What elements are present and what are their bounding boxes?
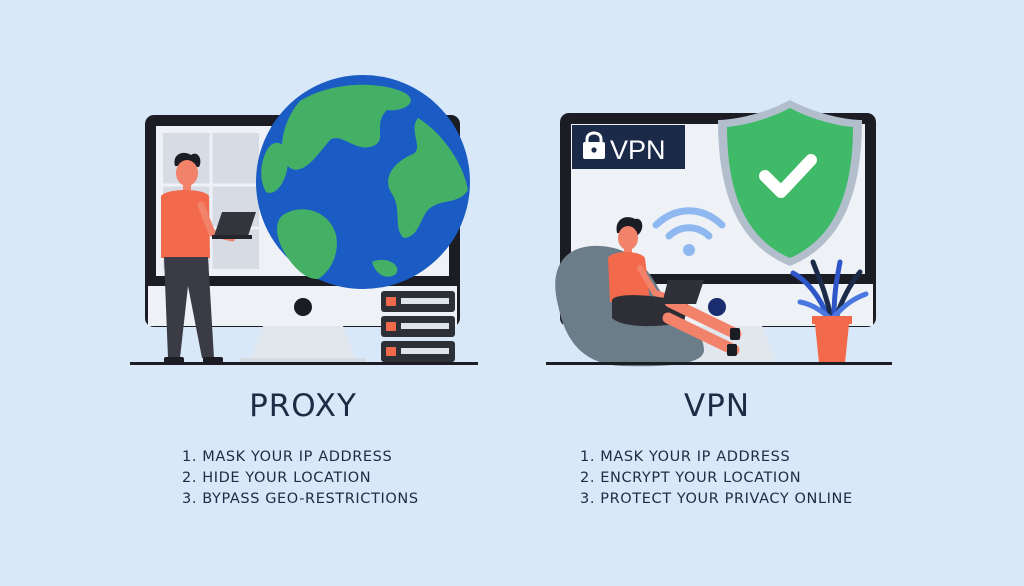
vpn-benefits-list: 1. MASK YOUR IP ADDRESS 2. ENCRYPT YOUR … bbox=[580, 447, 853, 510]
vpn-camera-dot bbox=[708, 298, 726, 316]
proxy-floor-line bbox=[130, 362, 478, 365]
shield-check-icon bbox=[718, 100, 862, 266]
proxy-illustration bbox=[130, 75, 478, 365]
vpn-title: VPN bbox=[683, 388, 751, 424]
laptop-icon bbox=[214, 212, 256, 236]
vpn-badge: VPN bbox=[572, 125, 685, 169]
person-with-laptop bbox=[161, 152, 256, 363]
vpn-benefit-item: 1. MASK YOUR IP ADDRESS bbox=[580, 449, 791, 465]
vpn-floor-line bbox=[546, 362, 892, 365]
proxy-benefits-list: 1. MASK YOUR IP ADDRESS 2. HIDE YOUR LOC… bbox=[182, 447, 419, 510]
vpn-benefit-item: 3. PROTECT YOUR PRIVACY ONLINE bbox=[580, 491, 853, 507]
vpn-badge-label: VPN bbox=[610, 135, 666, 165]
sitting-person-with-laptop bbox=[608, 217, 742, 356]
potted-plant bbox=[790, 259, 869, 363]
laptop-icon bbox=[662, 280, 704, 304]
proxy-benefit-item: 3. BYPASS GEO-RESTRICTIONS bbox=[182, 491, 419, 507]
vpn-benefit-item: 2. ENCRYPT YOUR LOCATION bbox=[580, 470, 802, 486]
vpn-illustration: VPN bbox=[546, 100, 892, 367]
proxy-benefit-item: 1. MASK YOUR IP ADDRESS bbox=[182, 449, 393, 465]
globe-icon bbox=[256, 75, 470, 289]
proxy-camera-dot bbox=[294, 298, 312, 316]
wifi-icon bbox=[652, 207, 726, 256]
proxy-title: PROXY bbox=[249, 388, 357, 424]
proxy-benefit-item: 2. HIDE YOUR LOCATION bbox=[182, 470, 372, 486]
server-stack-icon bbox=[381, 291, 455, 362]
lock-icon bbox=[583, 131, 605, 159]
